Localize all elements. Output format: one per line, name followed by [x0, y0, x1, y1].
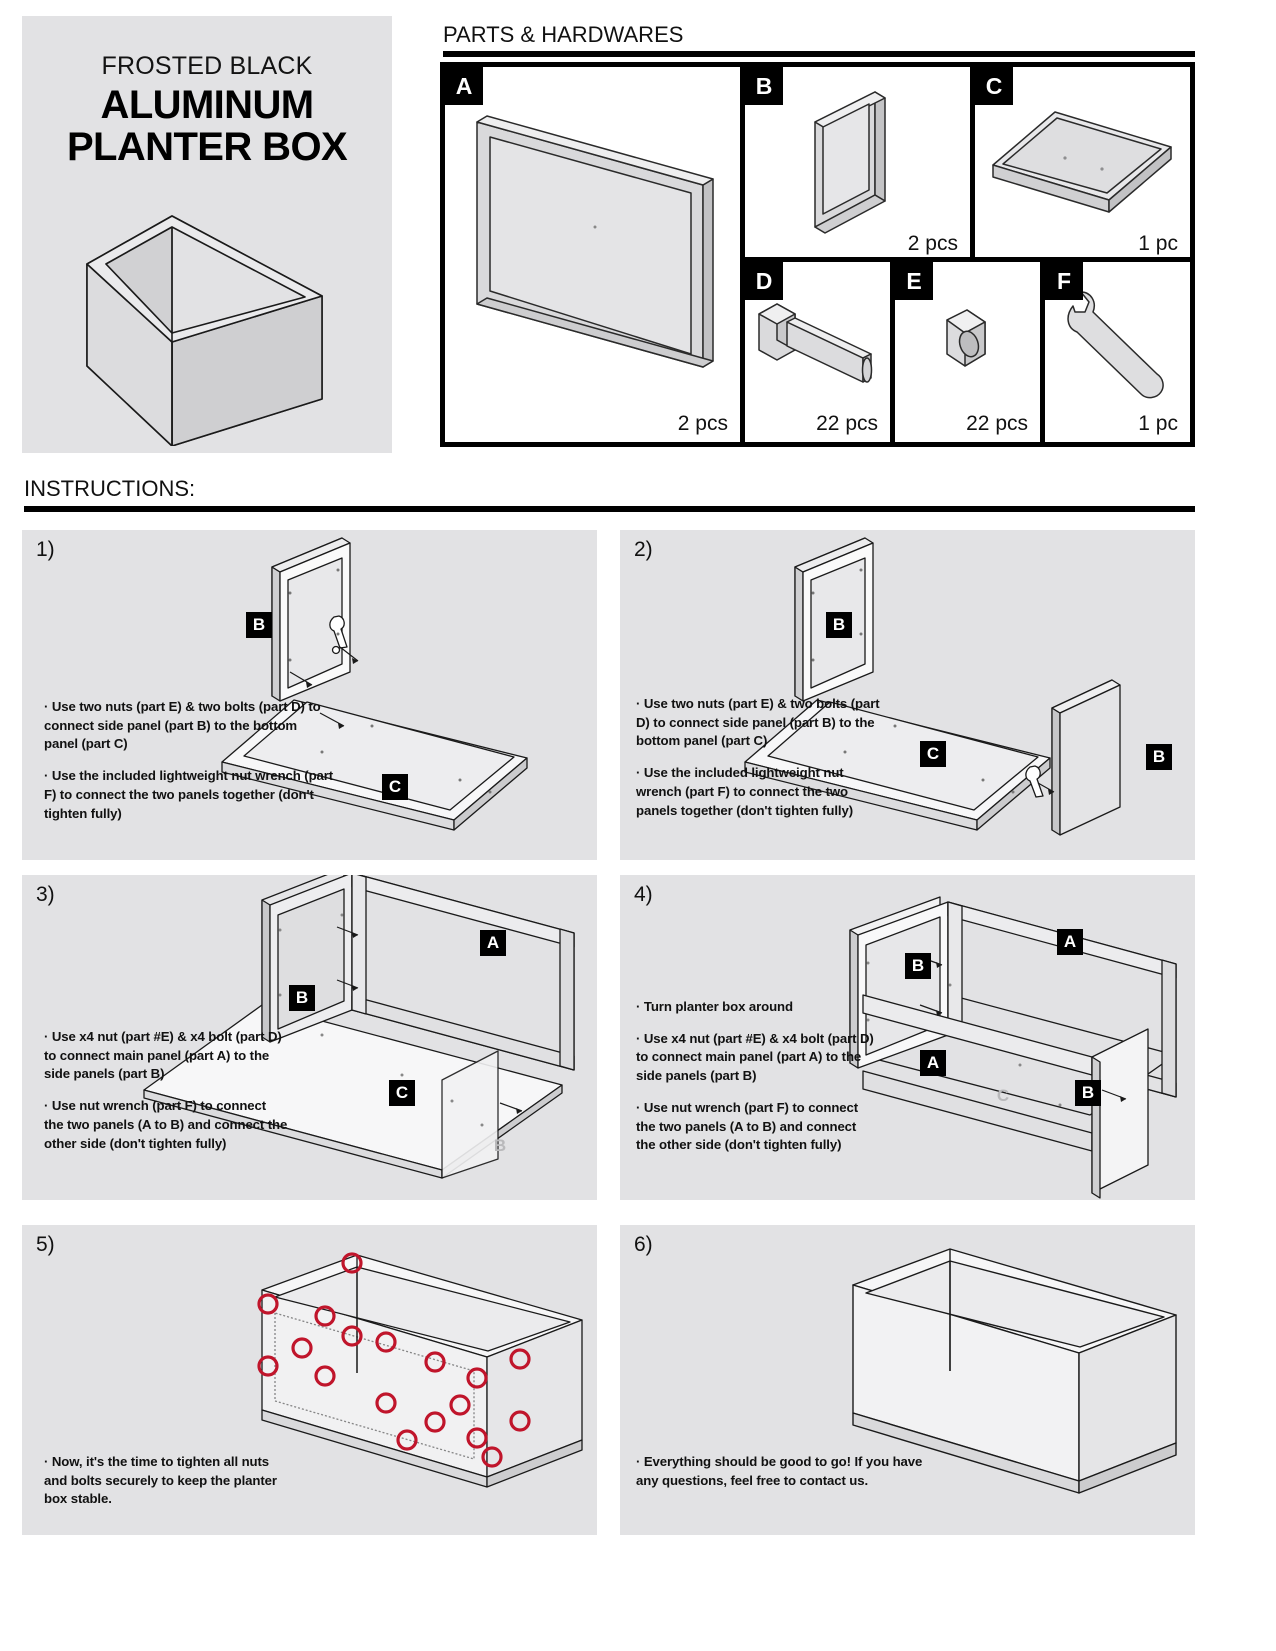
part-f-illustration — [1045, 262, 1190, 442]
instructions-header: INSTRUCTIONS: — [24, 476, 196, 501]
step-5-paragraph-1: · Now, it's the time to tighten all nuts… — [44, 1454, 277, 1507]
step-3-badge-c: C — [389, 1080, 415, 1106]
hero-title: ALUMINUM PLANTER BOX — [22, 83, 392, 169]
step-1-paragraph-2: · Use the included lightweight nut wrenc… — [44, 768, 334, 821]
step-3-paragraph-1: · Use x4 nut (part #E) & x4 bolt (part D… — [44, 1029, 282, 1082]
step-4-text: · Turn planter box around · Use x4 nut (… — [636, 998, 876, 1155]
part-cell-e: E 22 pcs — [895, 262, 1040, 442]
step-4-badge-c-ghost: C — [996, 1086, 1010, 1105]
step-3: 3) — [22, 867, 597, 1200]
grid-divider-2 — [970, 67, 975, 262]
step-3-badge-b: B — [289, 985, 315, 1011]
step-1-badge-c: C — [382, 774, 408, 800]
part-tab-c: C — [975, 67, 1013, 105]
part-qty-f: 1 pc — [1138, 412, 1178, 435]
step-5-illustration — [22, 1225, 597, 1535]
hero-title-line1: ALUMINUM — [100, 83, 315, 127]
grid-divider-4 — [1040, 262, 1045, 442]
part-cell-b: B 2 pcs — [745, 67, 970, 262]
part-tab-a: A — [445, 67, 483, 105]
part-qty-b: 2 pcs — [907, 232, 958, 255]
step-3-badge-a: A — [480, 930, 506, 956]
step-5-number: 5) — [36, 1233, 55, 1256]
step-4-number: 4) — [634, 883, 653, 906]
part-tab-f: F — [1045, 262, 1083, 300]
step-3-badge-b-ghost: B — [493, 1136, 507, 1155]
hero-subtitle: FROSTED BLACK — [101, 52, 313, 80]
part-e-illustration — [895, 262, 1040, 442]
step-1-paragraph-1: · Use two nuts (part E) & two bolts (par… — [44, 699, 321, 752]
step-4-badge-b-left: B — [905, 953, 931, 979]
step-4-paragraph-3: · Use nut wrench (part F) to connect the… — [636, 1099, 859, 1153]
part-qty-a: 2 pcs — [677, 412, 728, 435]
step-2-badge-b-right: B — [1146, 744, 1172, 770]
parts-header: PARTS & HARDWARES — [443, 22, 684, 47]
part-cell-c: C 1 pc — [975, 67, 1190, 262]
step-2-badge-b-left: B — [826, 612, 852, 638]
step-3-paragraph-2: · Use nut wrench (part F) to connect the… — [44, 1098, 288, 1151]
part-qty-d: 22 pcs — [816, 412, 878, 435]
parts-header-rule — [443, 51, 1195, 57]
assembled-planter-box-icon — [22, 166, 392, 447]
parts-grid: A 2 pcs B 2 pcs — [440, 62, 1195, 447]
top-section: FROSTED BLACK ALUMINUM PLANTER BOX — [0, 0, 1276, 465]
step-3-number: 3) — [36, 883, 55, 906]
step-6-number: 6) — [634, 1233, 653, 1256]
step-2-text: · Use two nuts (part E) & two bolts (par… — [636, 695, 881, 820]
part-cell-d: D 22 pcs — [745, 262, 890, 442]
step-4-badge-a-top: A — [1057, 929, 1083, 955]
step-4-badge-b-right: B — [1075, 1080, 1101, 1106]
step-5: 5) — [22, 1225, 597, 1535]
step-4-illustration — [620, 875, 1195, 1200]
step-6-paragraph-1: · Everything should be good to go! If yo… — [636, 1454, 923, 1488]
part-d-illustration — [745, 262, 890, 442]
step-6: 6) · Everything should be good to go! If… — [620, 1225, 1195, 1535]
step-2-paragraph-2: · Use the included lightweight nut wrenc… — [636, 765, 854, 818]
step-4-paragraph-1: · Turn planter box around — [636, 999, 793, 1014]
part-b-illustration — [745, 67, 970, 262]
step-2: 2) — [620, 530, 1195, 860]
part-c-illustration — [975, 67, 1190, 262]
part-tab-d: D — [745, 262, 783, 300]
step-1-text: · Use two nuts (part E) & two bolts (par… — [44, 698, 334, 823]
step-4: 4) — [620, 875, 1195, 1200]
part-tab-e: E — [895, 262, 933, 300]
part-qty-e: 22 pcs — [966, 412, 1028, 435]
part-cell-f: F 1 pc — [1045, 262, 1190, 442]
step-1: 1) — [22, 530, 597, 860]
step-2-number: 2) — [634, 538, 653, 561]
part-qty-c: 1 pc — [1138, 232, 1178, 255]
part-tab-b: B — [745, 67, 783, 105]
step-1-badge-b: B — [246, 612, 272, 638]
step-3-text: · Use x4 nut (part #E) & x4 bolt (part D… — [44, 1028, 289, 1153]
grid-divider-1 — [740, 67, 745, 442]
grid-divider-h — [745, 257, 1190, 262]
hero-panel: FROSTED BLACK ALUMINUM PLANTER BOX — [22, 16, 392, 453]
step-2-paragraph-1: · Use two nuts (part E) & two bolts (par… — [636, 696, 880, 749]
part-cell-a: A 2 pcs — [445, 67, 740, 442]
part-a-illustration — [445, 67, 740, 442]
step-6-text: · Everything should be good to go! If yo… — [636, 1453, 936, 1490]
step-2-badge-c: C — [920, 741, 946, 767]
step-4-badge-a-mid: A — [920, 1050, 946, 1076]
step-6-illustration — [620, 1225, 1195, 1535]
step-4-paragraph-2: · Use x4 nut (part #E) & x4 bolt (part D… — [636, 1030, 874, 1084]
step-2-illustration — [620, 530, 1195, 860]
step-1-number: 1) — [36, 538, 55, 561]
grid-divider-3 — [890, 262, 895, 442]
hero-title-line2: PLANTER BOX — [66, 124, 348, 169]
instructions-header-rule — [24, 506, 1195, 512]
step-5-text: · Now, it's the time to tighten all nuts… — [44, 1453, 294, 1509]
step-1-illustration — [22, 530, 597, 860]
